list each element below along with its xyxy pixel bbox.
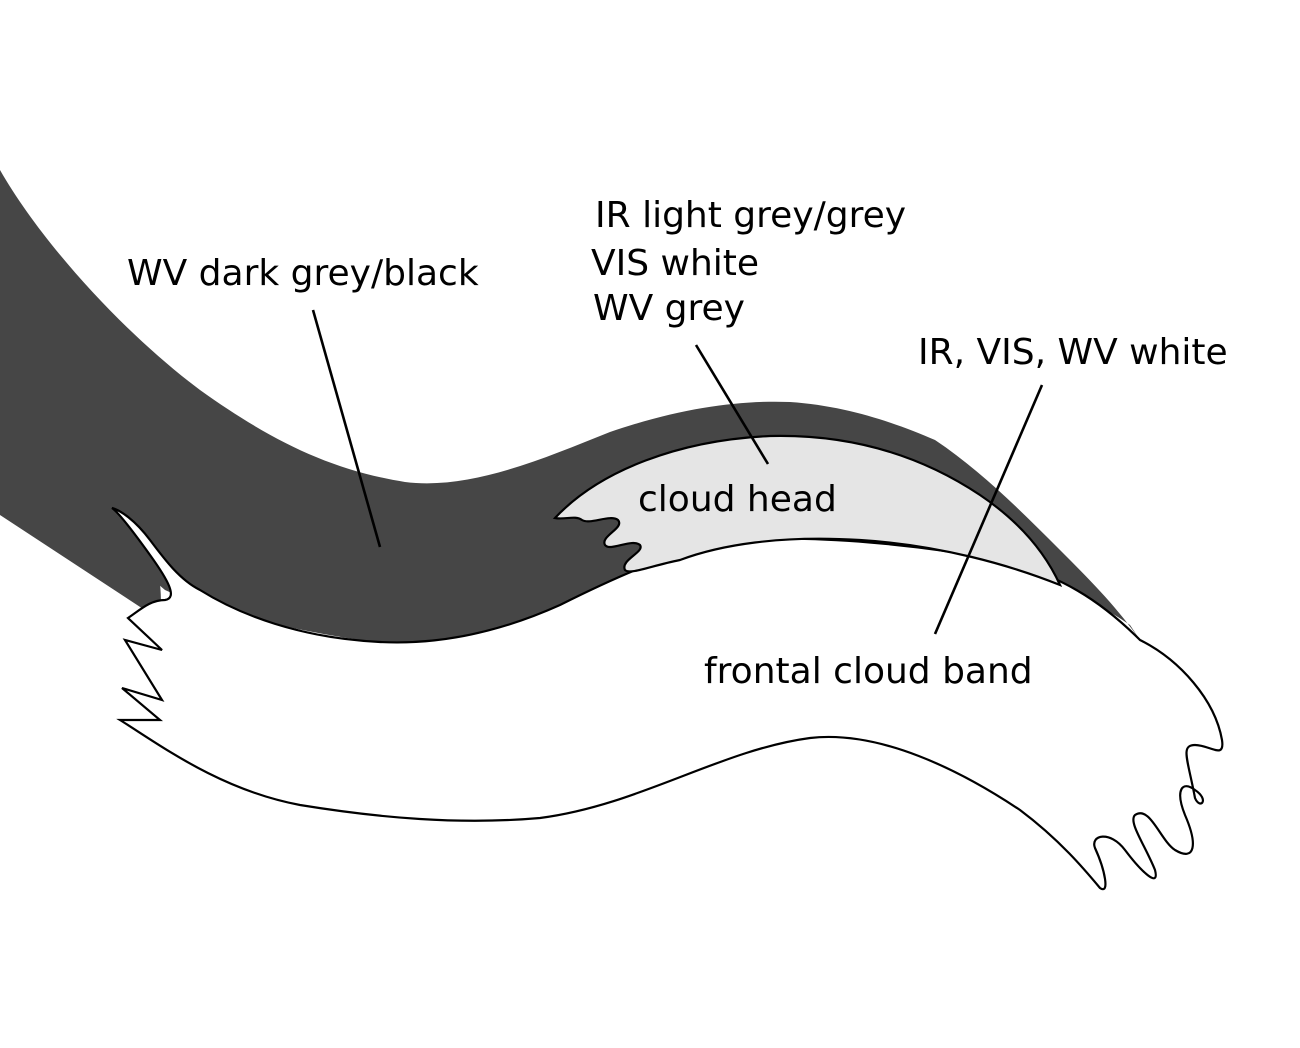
cloud-head-region [552,434,1063,588]
leader-dark-zone [311,309,382,548]
frontal-cloud-band-region [111,506,1224,891]
leader-frontal-band [933,384,1044,635]
label-cloud-head: cloud head [638,479,837,520]
label-cloud-head-ir: IR light grey/grey [595,195,906,236]
label-frontal-cloud-band: frontal cloud band [704,651,1033,692]
leader-cloud-head [694,344,770,465]
label-dark-zone: WV dark grey/black [127,253,479,294]
label-frontal-band-appearance: IR, VIS, WV white [918,332,1228,373]
label-cloud-head-vis: VIS white [591,243,759,284]
label-cloud-head-wv: WV grey [593,288,745,329]
